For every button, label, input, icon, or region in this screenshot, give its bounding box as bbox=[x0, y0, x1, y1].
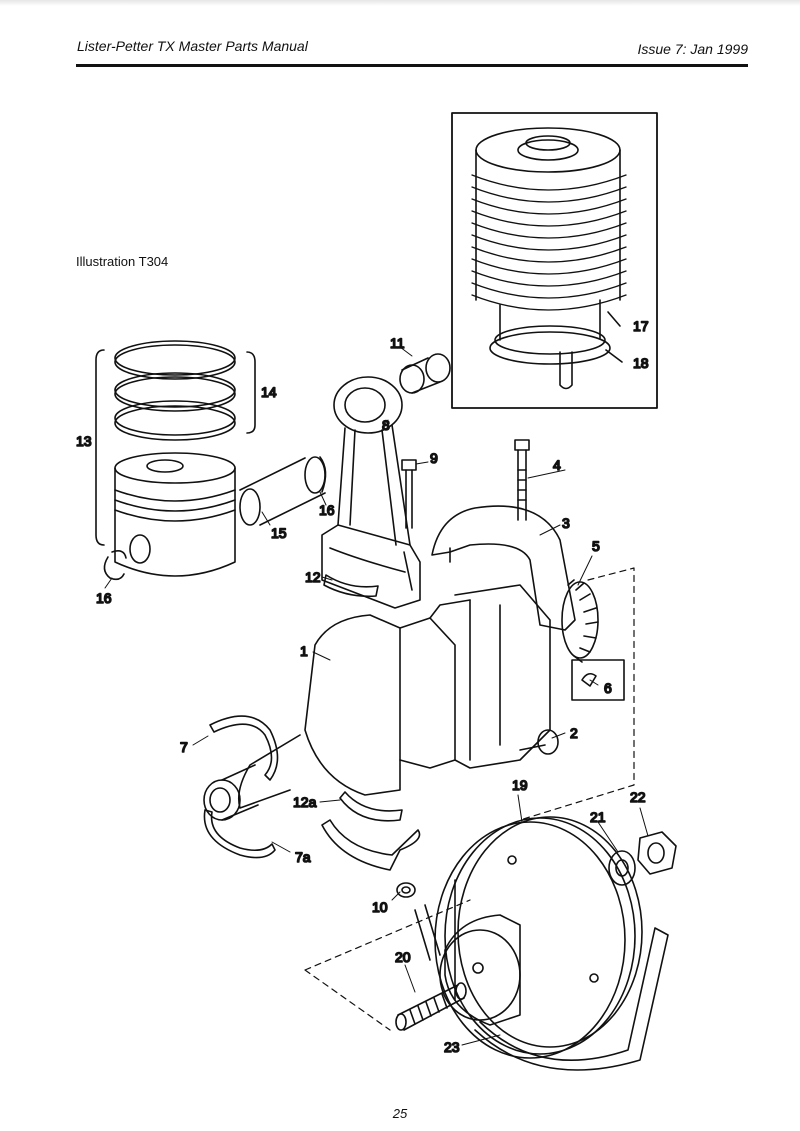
callout-20: 20 bbox=[395, 949, 411, 965]
piston bbox=[114, 452, 236, 577]
callout-18: 18 bbox=[633, 355, 649, 371]
crankshaft-gear bbox=[561, 579, 599, 663]
callout-7: 7 bbox=[180, 739, 188, 755]
flywheel bbox=[414, 816, 669, 1071]
callout-1: 1 bbox=[300, 643, 308, 659]
callout-4: 4 bbox=[553, 457, 561, 473]
crankshaft bbox=[203, 584, 559, 821]
callout-9: 9 bbox=[430, 450, 438, 466]
assembly-guide-lines bbox=[304, 567, 635, 1031]
nut-small bbox=[396, 882, 416, 898]
main-bearing-shell-lower bbox=[321, 819, 421, 871]
gudgeon-pin bbox=[239, 456, 327, 526]
callout-8: 8 bbox=[382, 417, 390, 433]
callout-10: 10 bbox=[372, 899, 388, 915]
callout-16-upper: 16 bbox=[319, 502, 335, 518]
callout-6: 6 bbox=[604, 680, 612, 696]
page-edge bbox=[0, 0, 800, 6]
thrust-washer-lower bbox=[203, 809, 276, 859]
illustration-label: Illustration T304 bbox=[76, 254, 169, 269]
callout-16-lower: 16 bbox=[96, 590, 112, 606]
callout-5: 5 bbox=[592, 538, 600, 554]
main-bearing-bolt bbox=[514, 439, 530, 521]
header-rule bbox=[76, 64, 748, 67]
callout-7a: 7a bbox=[295, 849, 311, 865]
conrod-bolt bbox=[401, 459, 417, 529]
callout-21: 21 bbox=[590, 809, 606, 825]
main-bearing-shell-upper bbox=[339, 791, 403, 822]
callout-14: 14 bbox=[261, 384, 277, 400]
circlip-left bbox=[103, 556, 125, 581]
flywheel-stud bbox=[395, 982, 467, 1031]
piston-rings bbox=[95, 340, 256, 546]
small-end-bush bbox=[399, 353, 451, 394]
thrust-washer-upper bbox=[209, 715, 279, 781]
key-inset bbox=[571, 659, 625, 701]
manual-title: Lister-Petter TX Master Parts Manual bbox=[77, 38, 308, 54]
circlip-left-edge bbox=[111, 550, 127, 559]
page-number: 25 bbox=[392, 1106, 408, 1121]
washer bbox=[608, 850, 636, 886]
big-end-shell bbox=[323, 574, 379, 598]
callout-leaders bbox=[104, 346, 649, 1046]
callout-23: 23 bbox=[444, 1039, 460, 1055]
callout-11: 11 bbox=[390, 335, 405, 351]
callout-2: 2 bbox=[570, 725, 578, 741]
callout-19: 19 bbox=[512, 777, 528, 793]
flywheel-nut bbox=[637, 831, 677, 875]
callout-12: 12 bbox=[305, 569, 321, 585]
callout-12a: 12a bbox=[293, 794, 317, 810]
callout-22: 22 bbox=[630, 789, 646, 805]
cylinder-barrel-inset bbox=[451, 112, 658, 409]
bearing-housing bbox=[431, 505, 576, 631]
callout-15: 15 bbox=[271, 525, 287, 541]
callout-17: 17 bbox=[633, 318, 649, 334]
callout-3: 3 bbox=[562, 515, 570, 531]
issue-date: Issue 7: Jan 1999 bbox=[637, 41, 748, 57]
callout-13: 13 bbox=[76, 433, 92, 449]
connecting-rod bbox=[321, 376, 421, 609]
